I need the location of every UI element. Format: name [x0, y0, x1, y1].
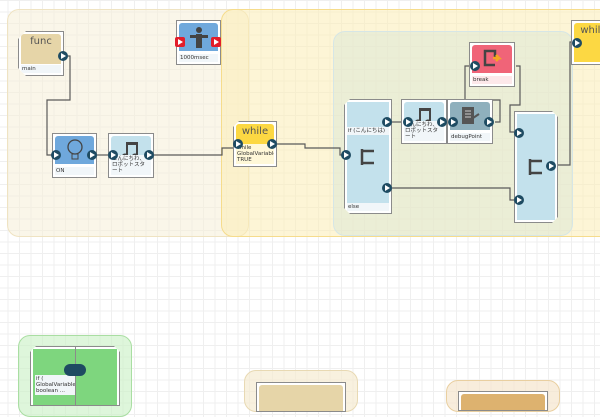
green-if-label: if ( GlobalVariable, boolean ... — [36, 376, 75, 394]
merge-input-port-2[interactable] — [514, 195, 524, 205]
if1-else-label: else — [347, 203, 389, 211]
person-icon — [189, 27, 208, 48]
sound1-input-port[interactable] — [108, 150, 118, 160]
light-output-port[interactable] — [87, 150, 97, 160]
wait-output-port[interactable] — [211, 37, 221, 47]
if1-input-port[interactable] — [341, 150, 351, 160]
sound2-input-port[interactable] — [403, 117, 413, 127]
sound-label-1: こんにちわ、ロボットスタート — [111, 155, 151, 175]
sound1-output-port[interactable] — [144, 150, 154, 160]
func-label: main — [21, 65, 61, 73]
while1-output-port[interactable] — [267, 139, 277, 149]
sound2-output-port[interactable] — [437, 117, 447, 127]
sound-label-2: こんにちわ、ロボットスタート — [404, 121, 444, 141]
wait-block[interactable]: 1000msec — [176, 20, 221, 65]
if1-condition-label: if (こんにちは) — [347, 127, 389, 135]
document-icon — [462, 107, 480, 124]
func-block[interactable]: func main — [18, 31, 64, 76]
orange-block[interactable] — [458, 391, 548, 411]
double-port[interactable] — [64, 364, 86, 376]
wait-input-port[interactable] — [175, 37, 185, 47]
if1-else-port[interactable] — [382, 183, 392, 193]
while1-input-port[interactable] — [233, 139, 243, 149]
debug-output-port[interactable] — [484, 117, 494, 127]
merge-icon — [527, 157, 545, 177]
green-if-block[interactable]: if ( GlobalVariable, boolean ... — [30, 346, 120, 406]
while2-input-port[interactable] — [572, 38, 582, 48]
light-input-port[interactable] — [51, 150, 61, 160]
debug-input-port[interactable] — [448, 117, 458, 127]
debug-label: debugPoint — [450, 133, 490, 141]
lightbulb-icon — [66, 139, 83, 160]
if1-true-port[interactable] — [382, 117, 392, 127]
wait-label: 1000msec — [179, 54, 218, 62]
merge-output-port[interactable] — [546, 161, 556, 171]
branch-icon — [359, 147, 377, 167]
while1-title: while — [241, 126, 269, 137]
while2-title: while — [580, 25, 600, 36]
break-input-port[interactable] — [470, 61, 480, 71]
break-icon — [483, 49, 503, 67]
break-label: break — [472, 76, 512, 84]
light-label: ON — [55, 167, 94, 175]
tan-block[interactable] — [256, 382, 346, 412]
while1-label: while GlobalVariable, TRUE — [236, 144, 274, 164]
merge-input-port-1[interactable] — [514, 128, 524, 138]
func-title: func — [30, 36, 52, 47]
func-output-port[interactable] — [58, 51, 68, 61]
